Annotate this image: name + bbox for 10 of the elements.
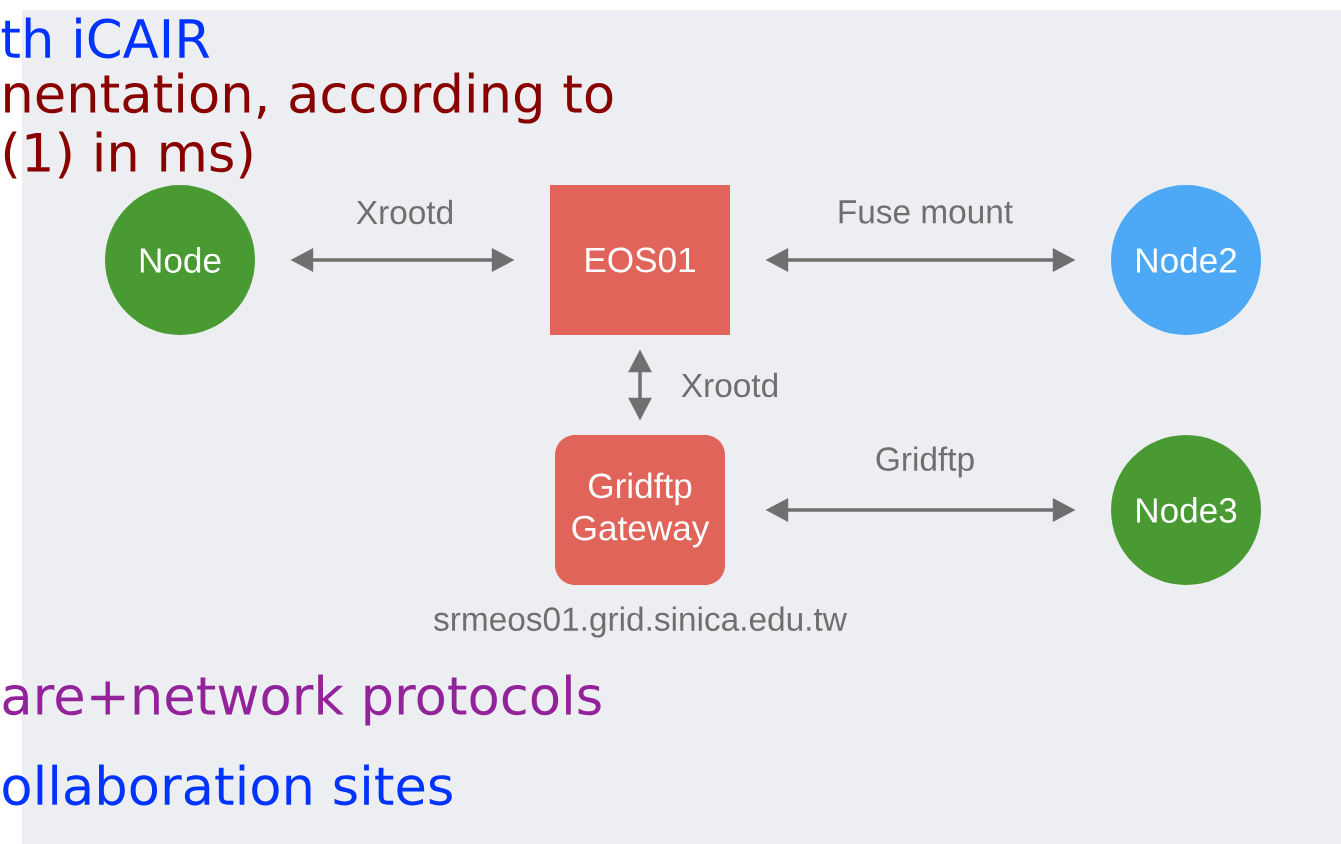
gateway-box: Gridftp Gateway [555, 435, 725, 585]
edge-label: Xrootd [354, 198, 456, 226]
server-box: EOS01 [550, 185, 730, 335]
slide-text: are+network protocols [3, 674, 601, 726]
slide-text: ollaboration sites [3, 764, 452, 806]
edge-label: Fuse mount [835, 198, 1015, 226]
edge-label: Gridftp [873, 444, 977, 480]
slide-text: nentation, according to [5, 72, 613, 124]
edge-label: Xrootd [679, 371, 781, 399]
slide-text: th iCAIR [1, 17, 210, 59]
